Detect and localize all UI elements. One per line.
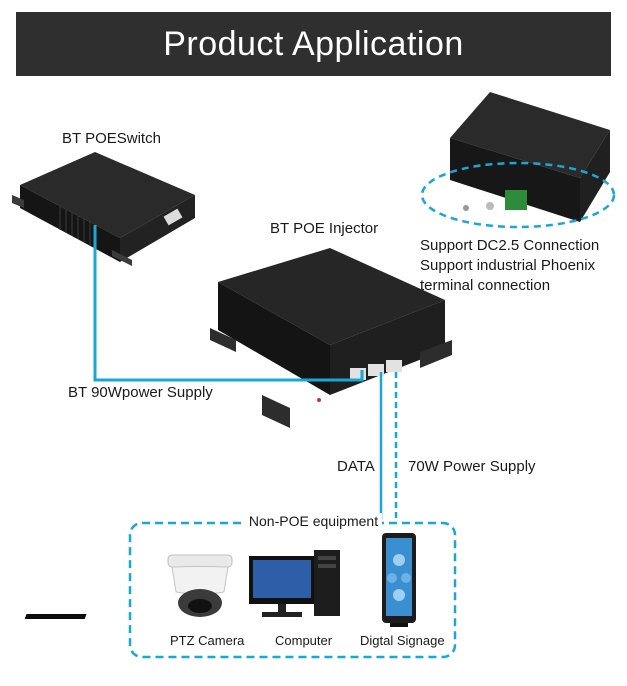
injector-rear-note-2: Support industrial Phoenix — [420, 257, 596, 274]
power-supply-label: 70W Power Supply — [408, 458, 536, 475]
data-link-label: DATA — [337, 458, 375, 475]
power-link-line — [93, 225, 364, 382]
ptz-camera-label: PTZ Camera — [170, 633, 245, 648]
equipment-group-title-text: Non-POE equipment — [244, 513, 383, 529]
digital-signage-icon — [382, 533, 416, 627]
poe-injector-label: BT POE Injector — [270, 220, 379, 237]
page-title-banner: Product Application — [16, 12, 611, 76]
injector-rear-note-3: terminal connection — [420, 277, 551, 294]
ptz-camera-icon — [167, 554, 233, 617]
computer-icon — [24, 550, 340, 619]
injector-rear-note-1: Support DC2.5 Connection — [420, 237, 600, 254]
power-link-label: BT 90Wpower Supply — [68, 384, 213, 401]
poe-injector-rear-device — [420, 92, 616, 229]
poe-switch-label: BT POESwitch — [62, 130, 161, 147]
poe-switch-device — [12, 152, 195, 266]
poe-injector-device — [210, 248, 452, 428]
digital-signage-label: Digtal Signage — [360, 633, 445, 648]
injector-rear-notes: Support DC2.5 Connection Support industr… — [420, 236, 599, 296]
data-power-link-lines — [379, 372, 398, 520]
page-title: Product Application — [163, 24, 464, 63]
computer-label: Computer — [275, 633, 333, 648]
equipment-group-title: Non-POE equipment — [0, 513, 627, 529]
